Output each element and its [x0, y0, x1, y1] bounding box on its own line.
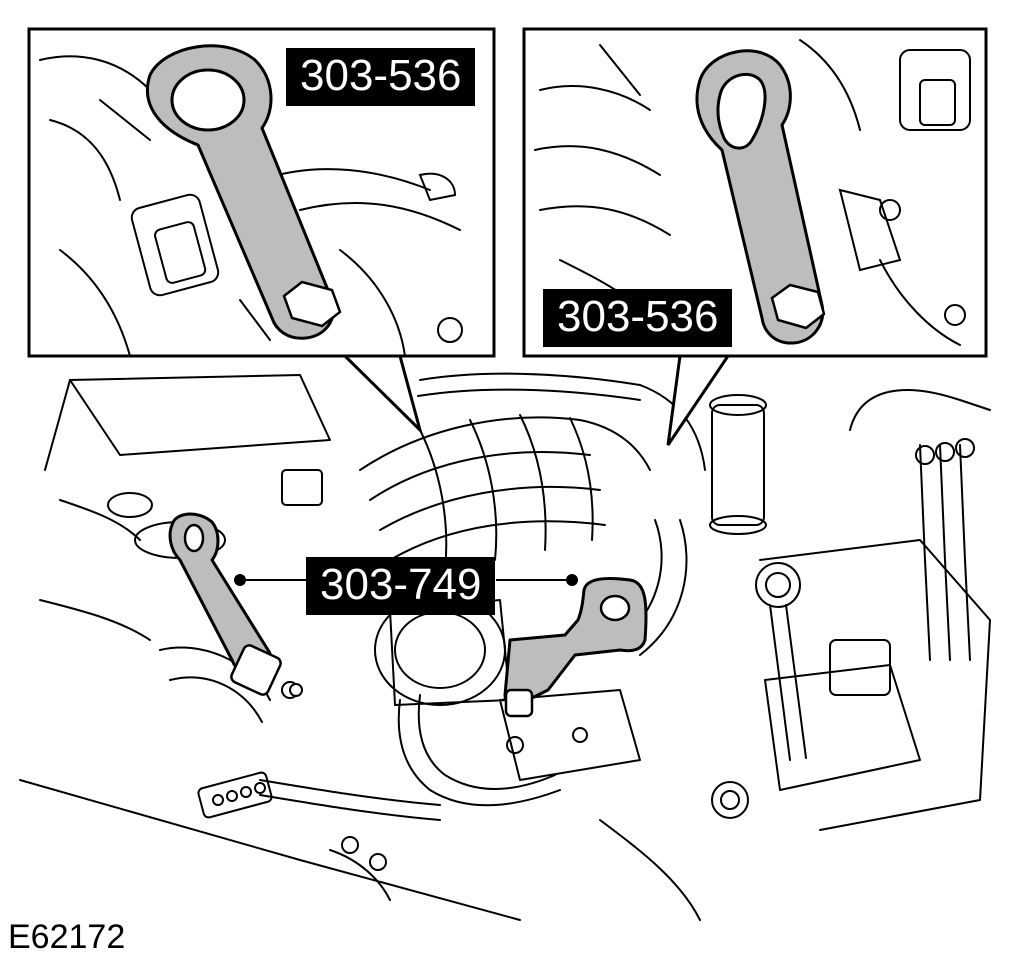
figure-id: E62172 [8, 918, 126, 956]
callout-303-536-upper-left: 303-536 [286, 48, 476, 106]
leader-lines-303-749 [234, 574, 578, 586]
inset-pointers [341, 354, 731, 446]
tool-303-536-right [695, 49, 826, 345]
callout-303-536-upper-right: 303-536 [543, 289, 733, 347]
tool-303-536-left [145, 44, 342, 340]
callout-303-749: 303-749 [306, 557, 496, 615]
engine-bay-linework [19, 372, 991, 921]
tool-303-749-left [168, 512, 303, 697]
tool-303-749-right [503, 576, 648, 718]
